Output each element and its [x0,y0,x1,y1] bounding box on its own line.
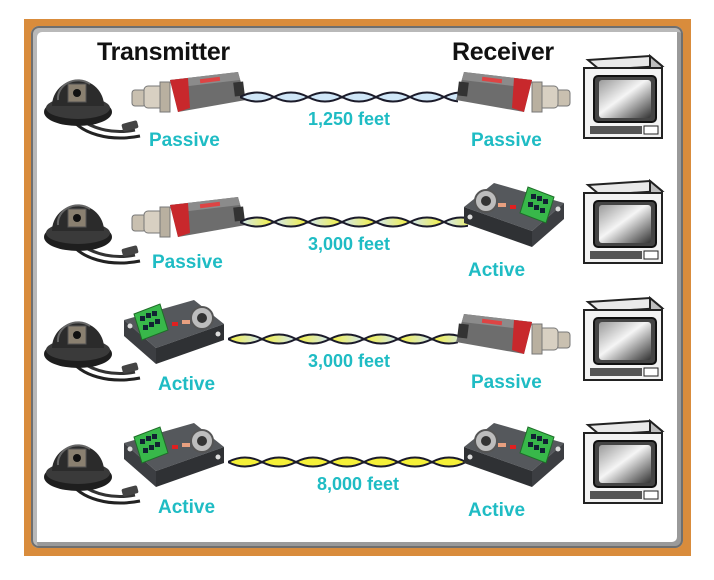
monitor-icon [578,417,668,507]
passive-balun-icon [130,70,250,125]
monitor-icon [578,177,668,267]
receiver-type-label: Active [468,500,526,521]
transmitter-heading: Transmitter [97,38,230,66]
dome-camera-icon [40,189,145,269]
receiver-type-label: Active [468,260,526,281]
active-balun-icon [120,292,230,367]
active-balun-icon [458,175,568,250]
passive-balun-icon [452,70,572,125]
distance-label: 8,000 feet [316,474,400,494]
distance-label: 1,250 feet [307,109,391,129]
twisted-pair-cable [240,88,458,106]
transmitter-type-label: Passive [149,130,220,151]
dome-camera-icon [40,64,145,144]
active-balun-icon [120,415,230,490]
distance-label: 3,000 feet [307,351,391,371]
receiver-type-label: Passive [471,130,542,151]
transmitter-type-label: Active [158,374,216,395]
passive-balun-icon [452,312,572,367]
twisted-pair-cable [240,213,468,231]
active-balun-icon [458,415,568,490]
receiver-heading: Receiver [452,38,554,66]
transmitter-type-label: Active [158,497,216,518]
transmitter-type-label: Passive [152,252,223,273]
monitor-icon [578,52,668,142]
twisted-pair-cable [228,330,458,348]
monitor-icon [578,294,668,384]
receiver-type-label: Passive [471,372,542,393]
twisted-pair-cable [228,453,468,471]
dome-camera-icon [40,306,145,386]
dome-camera-icon [40,429,145,509]
passive-balun-icon [130,195,250,250]
distance-label: 3,000 feet [307,234,391,254]
